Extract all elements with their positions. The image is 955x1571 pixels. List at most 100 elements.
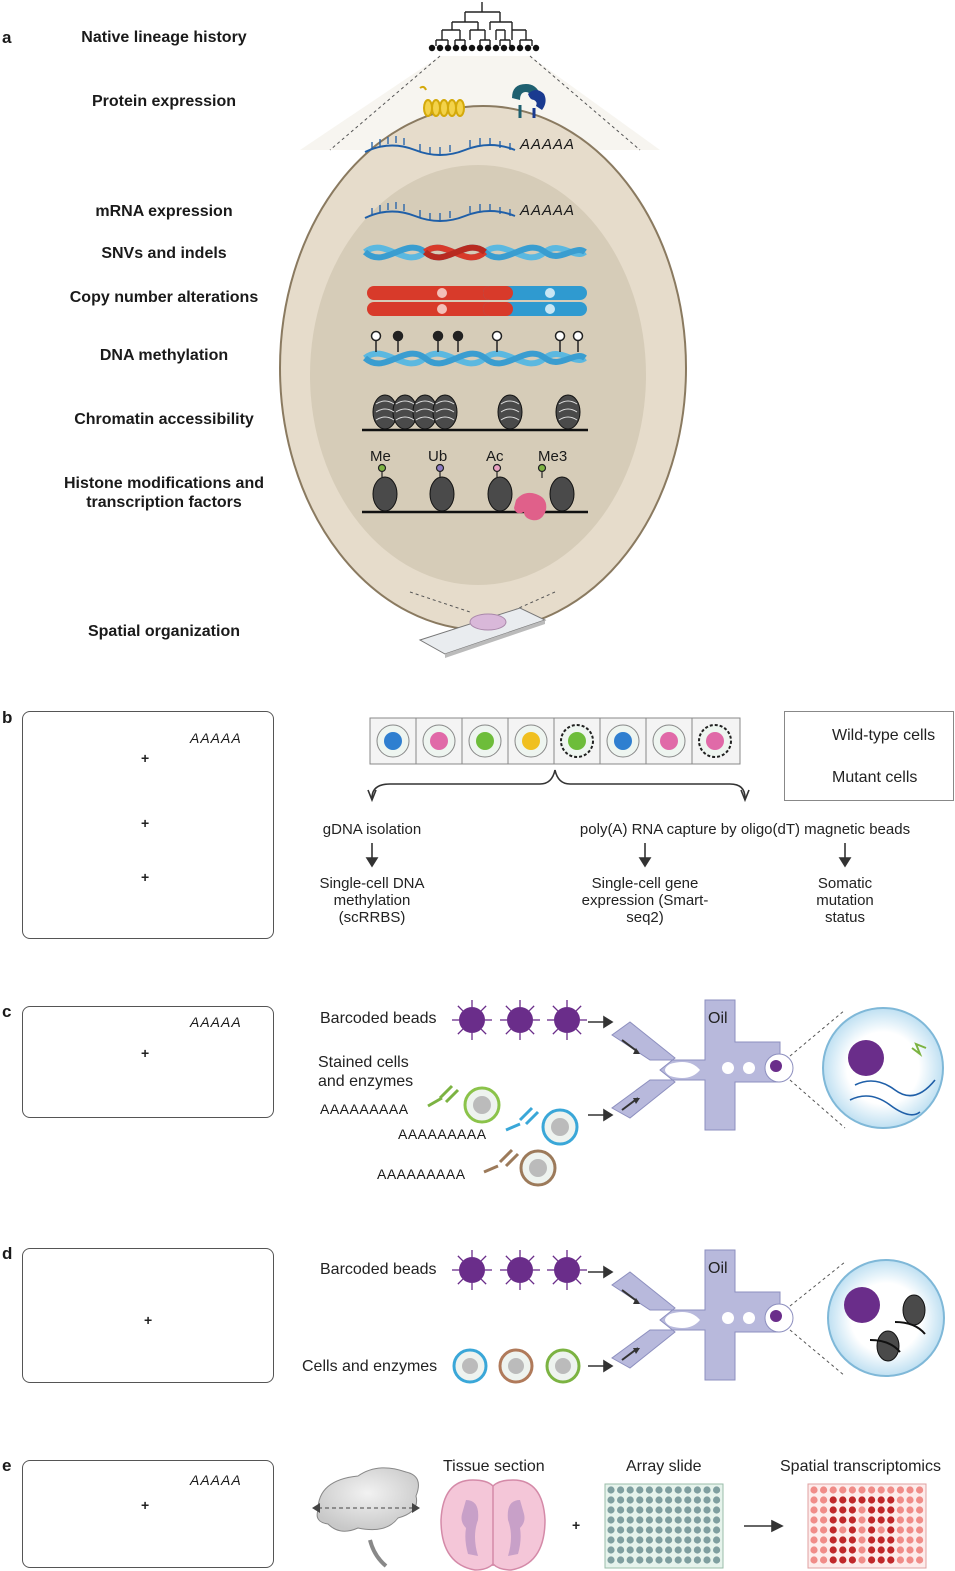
spatial-spot [916,1556,924,1564]
stained-cells-c [427,1084,579,1187]
array-spot [713,1556,721,1564]
array-spot [617,1536,625,1544]
polyA-b: AAAAA [190,730,242,746]
spatial-spot [916,1506,924,1514]
array-spot [703,1496,711,1504]
array-spot [665,1546,673,1554]
spatial-spot [810,1506,818,1514]
spatial-spot [877,1546,885,1554]
array-spot [626,1516,634,1524]
label-copy-number: Copy number alterations [69,289,259,306]
spatial-spot [877,1506,885,1514]
cell-nucleus [384,732,402,750]
spatial-spot [887,1526,895,1534]
microfluidic-chip-d [611,1249,794,1381]
methylation-lollipops [370,330,584,352]
array-spot [636,1526,644,1534]
mrna-cytoplasm-ticks [371,136,511,154]
spatial-spot [848,1506,857,1514]
spatial-spot [858,1526,866,1534]
barcoded-bead [554,1007,580,1033]
dna-helix-methylation [362,350,587,367]
array-spot [636,1506,644,1514]
spatial-spot [887,1556,895,1564]
array-arrow [744,1519,784,1533]
array-spot [626,1506,634,1514]
spatial-spot [877,1526,885,1534]
label-tissue-section: Tissue section [443,1458,545,1475]
plus-c: + [141,1045,150,1061]
array-spot [703,1526,711,1534]
output-smartseq2: Single-cell gene expression (Smart-seq2) [581,875,709,926]
label-histone-modifications: Histone modifications and transcription … [63,475,264,511]
barcoded-bead [554,1257,580,1283]
array-spot [713,1516,721,1524]
microfluidic-chip-c [611,999,794,1131]
array-spot [703,1556,711,1564]
panel-b-box [22,711,274,939]
spatial-spot [820,1556,828,1564]
spatial-spot [839,1546,847,1554]
label-barcoded-beads-d: Barcoded beads [320,1261,437,1278]
spatial-spot [839,1516,847,1524]
panel-d-box [22,1248,274,1383]
histone-mark-me3: Me3 [538,448,568,465]
polyA-e: AAAAA [190,1472,242,1488]
panel-letter-a: a [2,28,12,47]
output-scrrbs: Single-cell DNA methylation (scRRBS) [319,875,425,926]
spatial-spot [906,1546,914,1554]
label-stained-cells: Stained cells and enzymes [318,1054,414,1090]
droplet-contents-c [848,1040,936,1116]
spatial-spot [887,1536,895,1544]
array-spot [674,1536,682,1544]
array-spot [607,1496,615,1504]
spatial-spot [858,1556,866,1564]
spatial-spot [829,1516,837,1524]
array-spot [617,1506,625,1514]
spatial-spot [820,1516,828,1524]
spatial-spot [896,1496,905,1504]
spatial-spot [829,1536,837,1544]
array-spot [607,1536,615,1544]
spatial-spot [820,1546,828,1554]
array-spot [626,1546,634,1554]
label-cells-enzymes: Cells and enzymes [302,1358,438,1375]
histone-mark-me: Me [370,448,391,465]
array-spot [684,1516,692,1524]
spatial-spot [820,1486,828,1494]
spatial-array-spots [810,1486,924,1564]
array-spot [713,1526,721,1534]
plus-b-1: + [141,750,150,766]
panel-letter-c: c [2,1002,12,1021]
array-spot [636,1486,644,1494]
array-spot [693,1496,702,1504]
spatial-spot [916,1526,924,1534]
spatial-spot [839,1496,847,1504]
polyA-cytoplasm: AAAAA [520,136,576,153]
barcoded-bead [507,1257,533,1283]
spatial-spot [848,1486,857,1494]
array-spot [645,1496,654,1504]
spatial-spot [896,1506,905,1514]
array-spot [645,1546,654,1554]
array-spot [693,1556,702,1564]
legend-wild-type: Wild-type cells [832,727,936,744]
chromatin-fiber [362,394,588,432]
array-spot [665,1506,673,1514]
array-spot [617,1546,625,1554]
label-protein-expression: Protein expression [91,93,237,110]
spatial-spot [906,1516,914,1524]
spatial-spot [906,1486,914,1494]
cell-nucleus [614,732,632,750]
array-spot [636,1536,644,1544]
panel-letter-e: e [2,1456,12,1475]
array-spot [655,1516,663,1524]
cell-arrow-c [588,1108,614,1122]
array-spot [703,1506,711,1514]
spatial-spot [848,1516,857,1524]
cell-row [376,724,732,758]
spatial-spot [868,1526,876,1534]
spatial-spot [887,1506,895,1514]
spatial-spot [868,1516,876,1524]
